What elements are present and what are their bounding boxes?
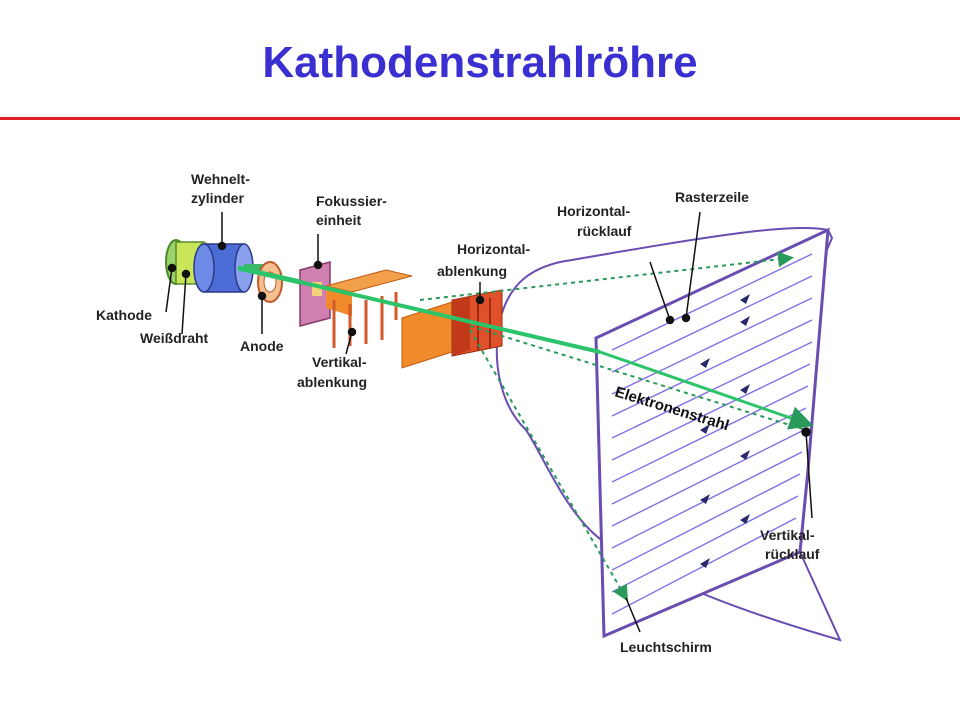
- label-wehnelt-1: Wehnelt-: [191, 171, 250, 187]
- label-anode: Anode: [240, 338, 284, 354]
- focusing-unit: [299, 261, 331, 327]
- label-horizontal-1: Horizontal-: [457, 241, 530, 257]
- raster-arrows: [700, 294, 750, 568]
- label-fokus-2: einheit: [316, 212, 361, 228]
- label-wehnelt-2: zylinder: [191, 190, 244, 206]
- slide-title: Kathodenstrahlröhre: [262, 38, 698, 87]
- label-weissdraht: Weißdraht: [140, 330, 209, 346]
- label-leuchtschirm: Leuchtschirm: [620, 639, 712, 655]
- label-fokus-1: Fokussier-: [316, 193, 387, 209]
- label-kathode: Kathode: [96, 307, 152, 323]
- label-vertikal-2: ablenkung: [297, 374, 367, 390]
- label-vrueck-1: Vertikal-: [760, 527, 815, 543]
- cathode-assembly: [165, 239, 283, 303]
- label-rasterzeile: Rasterzeile: [675, 189, 749, 205]
- label-hrueck-1: Horizontal-: [557, 203, 630, 219]
- leader-lines: [165, 211, 813, 633]
- label-vertikal-1: Vertikal-: [312, 354, 367, 370]
- electron-beams: [237, 251, 814, 602]
- label-horizontal-2: ablenkung: [437, 263, 507, 279]
- label-vrueck-2: rücklauf: [765, 546, 820, 562]
- title-divider: [0, 117, 960, 120]
- label-hrueck-2: rücklauf: [577, 223, 632, 239]
